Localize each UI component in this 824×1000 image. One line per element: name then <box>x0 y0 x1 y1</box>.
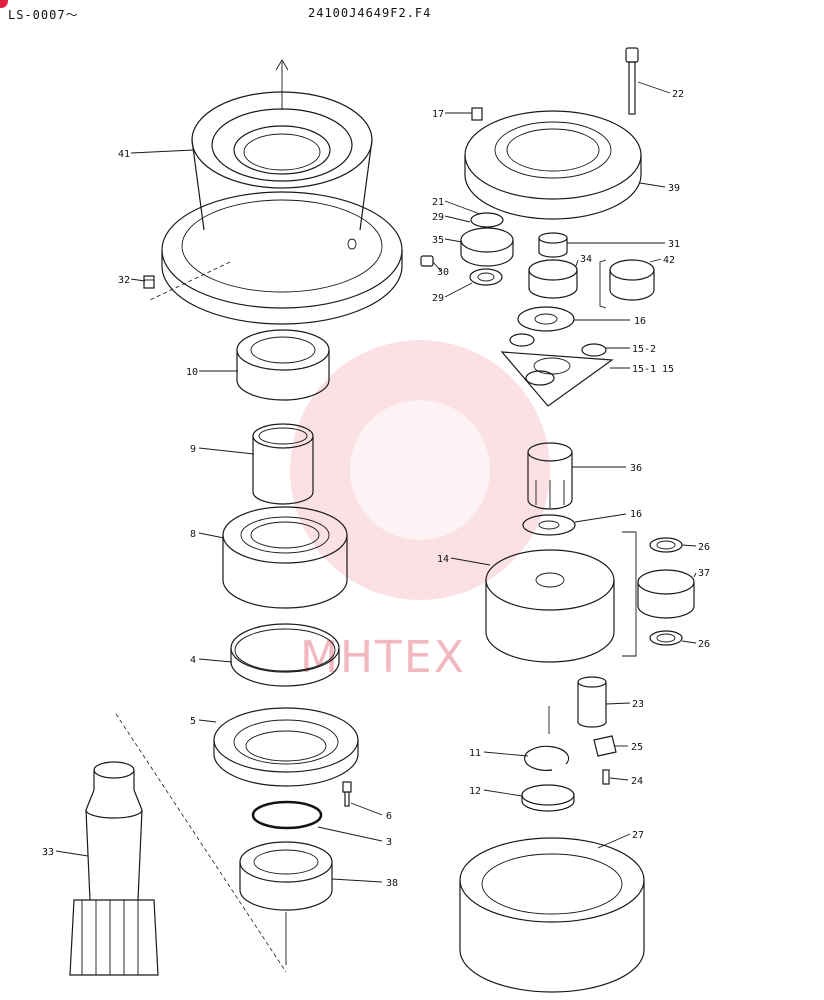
washer-29 <box>469 268 503 286</box>
gear-42 <box>599 259 655 309</box>
cover-5 <box>213 707 359 787</box>
plug-30 <box>347 238 434 267</box>
callout-21: 21 <box>432 197 444 208</box>
planet-gear-37 <box>637 569 695 619</box>
callout-23: 23 <box>632 699 644 710</box>
callout-35: 35 <box>432 235 444 246</box>
snap-ring-11 <box>524 706 570 771</box>
callout-32: 32 <box>118 275 130 286</box>
sun-gear-36 <box>527 442 573 510</box>
callout-9: 9 <box>190 444 196 455</box>
callout-8: 8 <box>190 529 196 540</box>
bushing-31 <box>538 232 568 258</box>
callout-10: 10 <box>186 367 198 378</box>
callout-15: 15 <box>662 364 674 375</box>
callout-12: 12 <box>469 786 481 797</box>
gear-35 <box>460 212 514 267</box>
pin-23 <box>577 676 607 728</box>
leader-lines <box>55 81 697 883</box>
callout-14: 14 <box>437 554 449 565</box>
callout-16b: 16 <box>630 509 642 520</box>
callout-42: 42 <box>663 255 675 266</box>
callout-4: 4 <box>190 655 196 666</box>
thrust-washer-16-upper <box>517 306 575 332</box>
callout-41: 41 <box>118 149 130 160</box>
callout-3: 3 <box>386 837 392 848</box>
callout-29a: 29 <box>432 212 444 223</box>
bolt-6 <box>342 781 352 807</box>
callout-30: 30 <box>437 267 449 278</box>
gear-34 <box>528 259 578 299</box>
carrier-assembly-15 <box>500 333 614 407</box>
callout-39: 39 <box>668 183 680 194</box>
callout-5: 5 <box>190 716 196 727</box>
callout-22: 22 <box>672 89 684 100</box>
ring-gear-27 <box>459 837 645 993</box>
pinion-shaft-33 <box>69 713 287 976</box>
ring-4 <box>230 623 340 687</box>
plate-25 <box>593 735 617 757</box>
thrust-washer-16-lower <box>522 514 576 536</box>
screw-24 <box>602 769 610 785</box>
callout-38: 38 <box>386 878 398 889</box>
callout-26a: 26 <box>698 542 710 553</box>
callout-16a: 16 <box>634 316 646 327</box>
callout-15-2: 15-2 <box>632 344 656 355</box>
callout-34: 34 <box>580 254 592 265</box>
callout-27: 27 <box>632 830 644 841</box>
callout-17: 17 <box>432 109 444 120</box>
callout-36: 36 <box>630 463 642 474</box>
callout-15-1: 15-1 <box>632 364 656 375</box>
carrier-14 <box>485 531 637 663</box>
bolt-22 <box>625 47 639 115</box>
watermark-logo: MHTEX <box>290 340 550 683</box>
bearing-10 <box>236 329 330 401</box>
callout-11: 11 <box>469 748 481 759</box>
callout-33: 33 <box>42 847 54 858</box>
model-code: LS-0007〜 <box>8 8 79 22</box>
ring-12 <box>521 784 575 812</box>
washer-26-upper <box>649 537 683 553</box>
corner-marker <box>0 0 8 8</box>
callout-31: 31 <box>668 239 680 250</box>
plug-17 <box>471 107 483 121</box>
callout-labels: 41 32 30 10 9 8 4 5 6 3 38 33 22 17 39 2… <box>42 89 710 889</box>
callout-29b: 29 <box>432 293 444 304</box>
o-ring-3 <box>251 800 323 830</box>
housing-41 <box>149 59 403 325</box>
seal-38 <box>239 841 333 965</box>
motor-flange-39 <box>464 110 642 220</box>
callout-26b: 26 <box>698 639 710 650</box>
bearing-8 <box>222 506 348 609</box>
callout-25: 25 <box>631 742 643 753</box>
callout-37: 37 <box>698 568 710 579</box>
spacer-9 <box>252 423 314 505</box>
plug-32 <box>143 275 155 289</box>
washer-26-lower <box>649 630 683 646</box>
callout-6: 6 <box>386 811 392 822</box>
callout-24: 24 <box>631 776 643 787</box>
drawing-number: 24100J4649F2.F4 <box>308 6 432 20</box>
watermark-text: MHTEX <box>300 632 466 683</box>
